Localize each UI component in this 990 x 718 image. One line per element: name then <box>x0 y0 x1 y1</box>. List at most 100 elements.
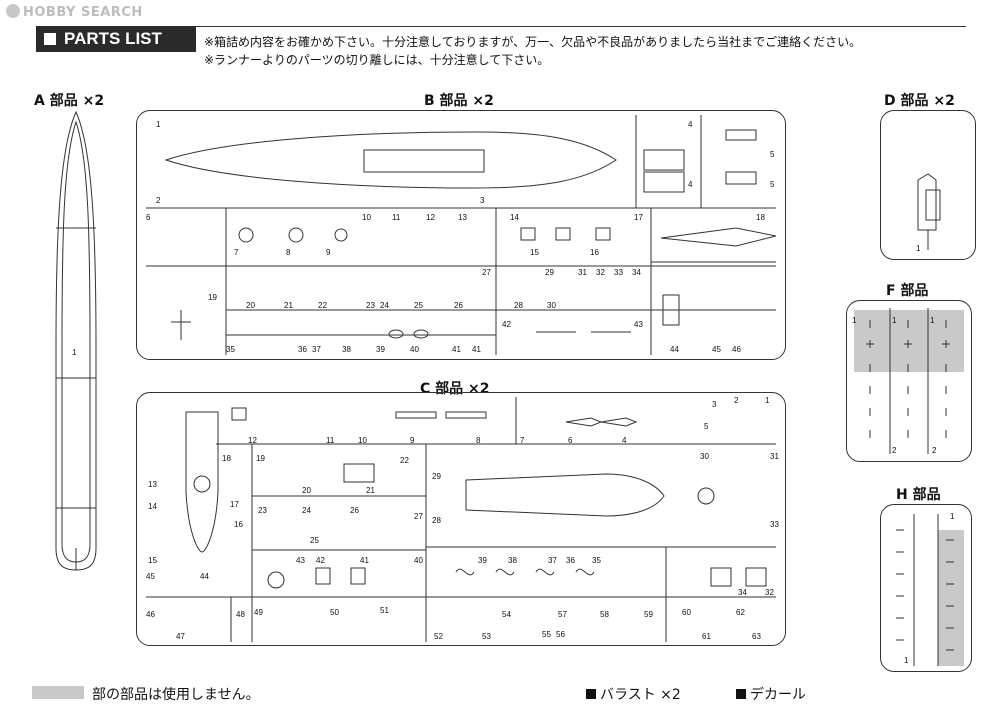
part-number: 8 <box>286 248 291 257</box>
part-number: 55 <box>542 630 551 639</box>
part-number: 10 <box>358 436 367 445</box>
part-number: 31 <box>770 452 779 461</box>
sprue-f-drawing <box>854 308 964 454</box>
sprue-c-drawing <box>146 397 776 642</box>
part-number: 43 <box>296 556 305 565</box>
part-number: 39 <box>376 345 385 354</box>
part-number: 46 <box>732 345 741 354</box>
header-rule <box>196 26 966 27</box>
parts-list-header: PARTS LIST <box>36 26 196 52</box>
part-number: 35 <box>226 345 235 354</box>
part-number: 1 <box>852 316 857 325</box>
part-number: 37 <box>312 345 321 354</box>
sprue-b-frame <box>136 110 786 360</box>
part-number: 42 <box>502 320 511 329</box>
part-number: 39 <box>478 556 487 565</box>
part-number: 47 <box>176 632 185 641</box>
sprue-h-frame <box>880 504 972 672</box>
part-number: 41 <box>360 556 369 565</box>
part-number: 36 <box>566 556 575 565</box>
part-number: 26 <box>454 301 463 310</box>
part-number: 62 <box>736 608 745 617</box>
part-number: 52 <box>434 632 443 641</box>
sprue-c-frame <box>136 392 786 646</box>
note-line-1: ※箱詰め内容をお確かめ下さい。十分注意しておりますが、万一、欠品や不良品がありま… <box>204 35 862 49</box>
part-number: 24 <box>302 506 311 515</box>
part-number: 7 <box>234 248 239 257</box>
sprue-b-drawing <box>146 115 777 355</box>
decal-item: デカール <box>736 684 806 704</box>
part-number: 7 <box>520 436 525 445</box>
part-number: 16 <box>590 248 599 257</box>
part-number: 31 <box>578 268 587 277</box>
part-number: 56 <box>556 630 565 639</box>
part-number: 14 <box>510 213 519 222</box>
part-number: 4 <box>688 120 693 129</box>
part-number: 45 <box>146 572 155 581</box>
part-number: 2 <box>156 196 161 205</box>
part-number: 38 <box>508 556 517 565</box>
sprue-f-title: F 部品 <box>886 283 929 299</box>
part-number: 28 <box>432 516 441 525</box>
square-bullet-icon <box>736 689 746 699</box>
part-number: 44 <box>670 345 679 354</box>
part-number: 53 <box>482 632 491 641</box>
part-number: 49 <box>254 608 263 617</box>
part-number: 11 <box>392 213 401 222</box>
part-number: 17 <box>230 500 239 509</box>
sprue-d-drawing <box>917 173 941 250</box>
part-number: 25 <box>310 536 319 545</box>
part-number: 2 <box>892 446 897 455</box>
part-number: 21 <box>366 486 375 495</box>
part-number: 58 <box>600 610 609 619</box>
part-number: 27 <box>482 268 491 277</box>
square-bullet-icon <box>44 33 56 45</box>
part-number: 37 <box>548 556 557 565</box>
part-number: 4 <box>622 436 627 445</box>
part-number: 33 <box>614 268 623 277</box>
logo-icon <box>6 4 20 18</box>
part-number: 43 <box>634 320 643 329</box>
part-number: 4 <box>688 180 693 189</box>
sprue-d-title: D 部品 ×2 <box>884 93 955 109</box>
part-number: 32 <box>765 588 774 597</box>
unused-swatch <box>32 686 84 699</box>
part-number: 1 <box>930 316 935 325</box>
part-number: 63 <box>752 632 761 641</box>
part-number: 9 <box>326 248 331 257</box>
part-number: 1 <box>765 396 770 405</box>
sprue-a-drawing <box>55 110 97 571</box>
part-number: 6 <box>146 213 151 222</box>
part-number: 23 <box>366 301 375 310</box>
part-number: 13 <box>148 480 157 489</box>
sprue-a-title: A 部品 ×2 <box>34 93 105 109</box>
unused-note: 部の部品は使用しません。 <box>92 687 260 703</box>
page-title: PARTS LIST <box>64 29 162 48</box>
part-number: 26 <box>350 506 359 515</box>
part-number: 17 <box>634 213 643 222</box>
part-number: 35 <box>592 556 601 565</box>
part-number: 27 <box>414 512 423 521</box>
part-number: 38 <box>342 345 351 354</box>
sprue-h-drawing <box>896 514 964 666</box>
part-number: 19 <box>256 454 265 463</box>
part-number: 34 <box>632 268 641 277</box>
part-number: 9 <box>410 436 415 445</box>
part-number: 32 <box>596 268 605 277</box>
part-number: 21 <box>284 301 293 310</box>
part-number: 25 <box>414 301 423 310</box>
part-number: 1 <box>916 244 921 253</box>
part-number: 40 <box>414 556 423 565</box>
part-number: 15 <box>530 248 539 257</box>
part-number: 5 <box>770 150 775 159</box>
note-line-2: ※ランナーよりのパーツの切り離しには、十分注意して下さい。 <box>204 53 550 67</box>
part-number: 18 <box>222 454 231 463</box>
part-number: 46 <box>146 610 155 619</box>
part-number: 1 <box>950 512 955 521</box>
part-number: 51 <box>380 606 389 615</box>
part-number: 11 <box>326 436 335 445</box>
part-number: 42 <box>316 556 325 565</box>
part-number: 3 <box>480 196 485 205</box>
part-number: 18 <box>756 213 765 222</box>
part-number: 19 <box>208 293 217 302</box>
